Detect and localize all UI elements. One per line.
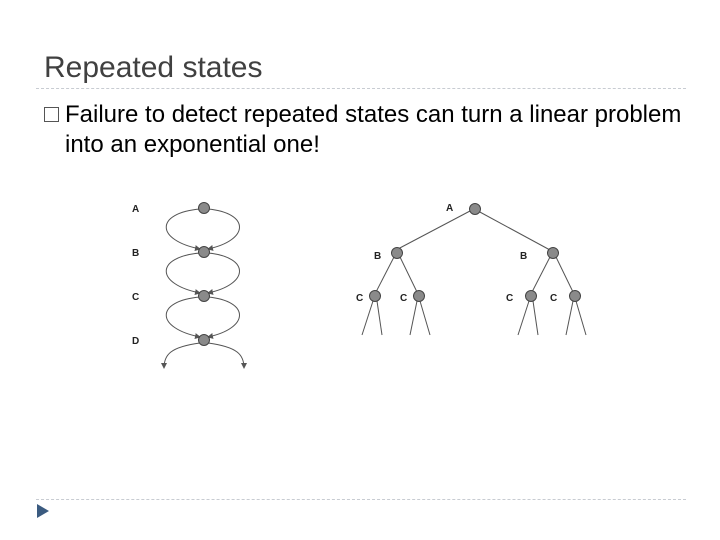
bullet-item: Failure to detect repeated states can tu… <box>44 100 684 160</box>
chain-edge-ab-left <box>166 208 201 251</box>
tree-label-c: C <box>400 293 407 304</box>
tree-label-b-right: B <box>520 251 527 262</box>
hollow-square-icon <box>44 107 59 122</box>
tree-edge <box>477 210 551 251</box>
tree-edge <box>375 256 395 293</box>
chain-label-b: B <box>132 248 139 259</box>
slide-title: Repeated states <box>44 51 263 84</box>
chain-edge-d-left <box>161 342 201 369</box>
tree-label-b-left: B <box>374 251 381 262</box>
chain-node-c <box>198 290 210 302</box>
state-space-figure: A B C D <box>132 202 587 369</box>
tree-label-c: C <box>550 293 557 304</box>
triangle-right-icon <box>37 504 49 518</box>
chain-label-d: D <box>132 336 139 347</box>
tree-stub <box>565 300 574 336</box>
tree-node-c <box>525 290 537 302</box>
title-rule <box>36 88 686 89</box>
tree-edge <box>399 256 418 293</box>
chain-edge-cd-right <box>207 296 240 339</box>
tree-stub <box>419 300 431 336</box>
chain-label-a: A <box>132 204 139 215</box>
chain-graph: A B C D <box>132 202 247 369</box>
chain-label-c: C <box>132 292 139 303</box>
chain-node-a <box>198 202 210 214</box>
tree-node-c <box>369 290 381 302</box>
tree-node-c <box>413 290 425 302</box>
tree-graph: A B B C C C C <box>356 203 587 336</box>
tree-edge <box>531 256 551 293</box>
tree-stub <box>575 300 587 336</box>
chain-edge-bc-left <box>166 252 201 295</box>
bullet-text: Failure to detect repeated states can tu… <box>65 101 682 158</box>
tree-stub <box>532 300 539 336</box>
tree-stub <box>376 300 383 336</box>
tree-node-a <box>469 203 481 215</box>
chain-node-d <box>198 334 210 346</box>
footer-rule <box>36 499 686 500</box>
chain-edge-cd-left <box>166 296 201 339</box>
chain-edge-bc-right <box>207 252 240 295</box>
chain-node-b <box>198 246 210 258</box>
tree-label-c: C <box>506 293 513 304</box>
tree-edge <box>395 210 471 251</box>
tree-label-a: A <box>446 203 453 214</box>
chain-edge-d-right <box>207 342 247 369</box>
tree-node-b <box>547 247 559 259</box>
tree-stub <box>409 300 418 336</box>
tree-node-b <box>391 247 403 259</box>
tree-stub <box>361 300 374 336</box>
tree-edge <box>555 256 574 293</box>
tree-label-c: C <box>356 293 363 304</box>
tree-stub <box>517 300 530 336</box>
chain-edge-ab-right <box>207 208 240 251</box>
tree-node-c <box>569 290 581 302</box>
